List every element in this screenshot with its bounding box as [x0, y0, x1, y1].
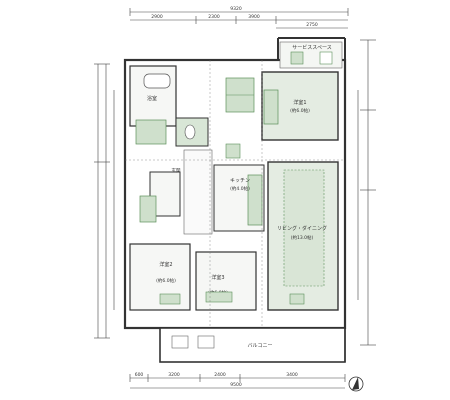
corridor — [183, 149, 213, 235]
label-kitchen: キッチン — [230, 178, 250, 184]
dim-bottom-seg-2: 3200 — [168, 372, 180, 378]
label-bedroom2-size: (約6.0帖) — [156, 277, 176, 284]
dim-top-right: 2750 — [306, 22, 318, 28]
living-rug — [283, 169, 325, 287]
dim-top-seg-2: 2300 — [208, 14, 220, 20]
dim-top-total: 9320 — [230, 6, 242, 12]
label-entrance: 玄関 — [172, 167, 181, 174]
balcony — [159, 327, 346, 363]
bedroom2-closet — [159, 293, 181, 305]
label-living-size: (約13.0帖) — [291, 234, 314, 241]
balcony-unit-2 — [197, 335, 215, 349]
kitchen-counter — [247, 174, 263, 226]
label-bedroom1: 洋室1 — [293, 99, 306, 106]
living-fixture — [289, 293, 305, 305]
top-dimensions — [129, 8, 349, 29]
north-arrow-icon — [348, 376, 364, 392]
dim-bottom-seg-3: 2400 — [214, 372, 226, 378]
bottom-dimensions — [129, 374, 346, 389]
shoe-cabinet — [139, 195, 157, 223]
label-bedroom3: 洋室3 — [211, 274, 224, 281]
storage-fixture — [225, 143, 241, 159]
bedroom3-closet — [205, 291, 233, 303]
label-kitchen-size: (約4.0帖) — [230, 185, 250, 192]
label-balcony: バルコニー — [248, 343, 273, 349]
bathtub — [143, 73, 171, 89]
service-space-fixture — [290, 51, 304, 65]
label-living: リビング・ダイニング — [277, 225, 327, 232]
label-bedroom2: 洋室2 — [159, 261, 172, 268]
bedroom1-closet — [263, 89, 279, 125]
dim-top-seg-3: 3900 — [248, 14, 260, 20]
interior-guides — [125, 60, 345, 328]
dim-bottom-seg-1: 600 — [135, 372, 144, 378]
balcony-unit-1 — [171, 335, 189, 349]
side-dimensions — [94, 39, 376, 346]
label-service-space: サービススペース — [292, 44, 331, 51]
dim-bottom-seg-4: 3400 — [286, 372, 298, 378]
label-bath: 浴室 — [147, 95, 157, 102]
toilet-icon — [184, 124, 196, 140]
label-bedroom1-size: (約6.0帖) — [290, 107, 310, 114]
dim-bottom-total: 9500 — [230, 382, 242, 388]
wash-basin — [135, 119, 167, 145]
dim-top-seg-1: 2900 — [151, 14, 163, 20]
